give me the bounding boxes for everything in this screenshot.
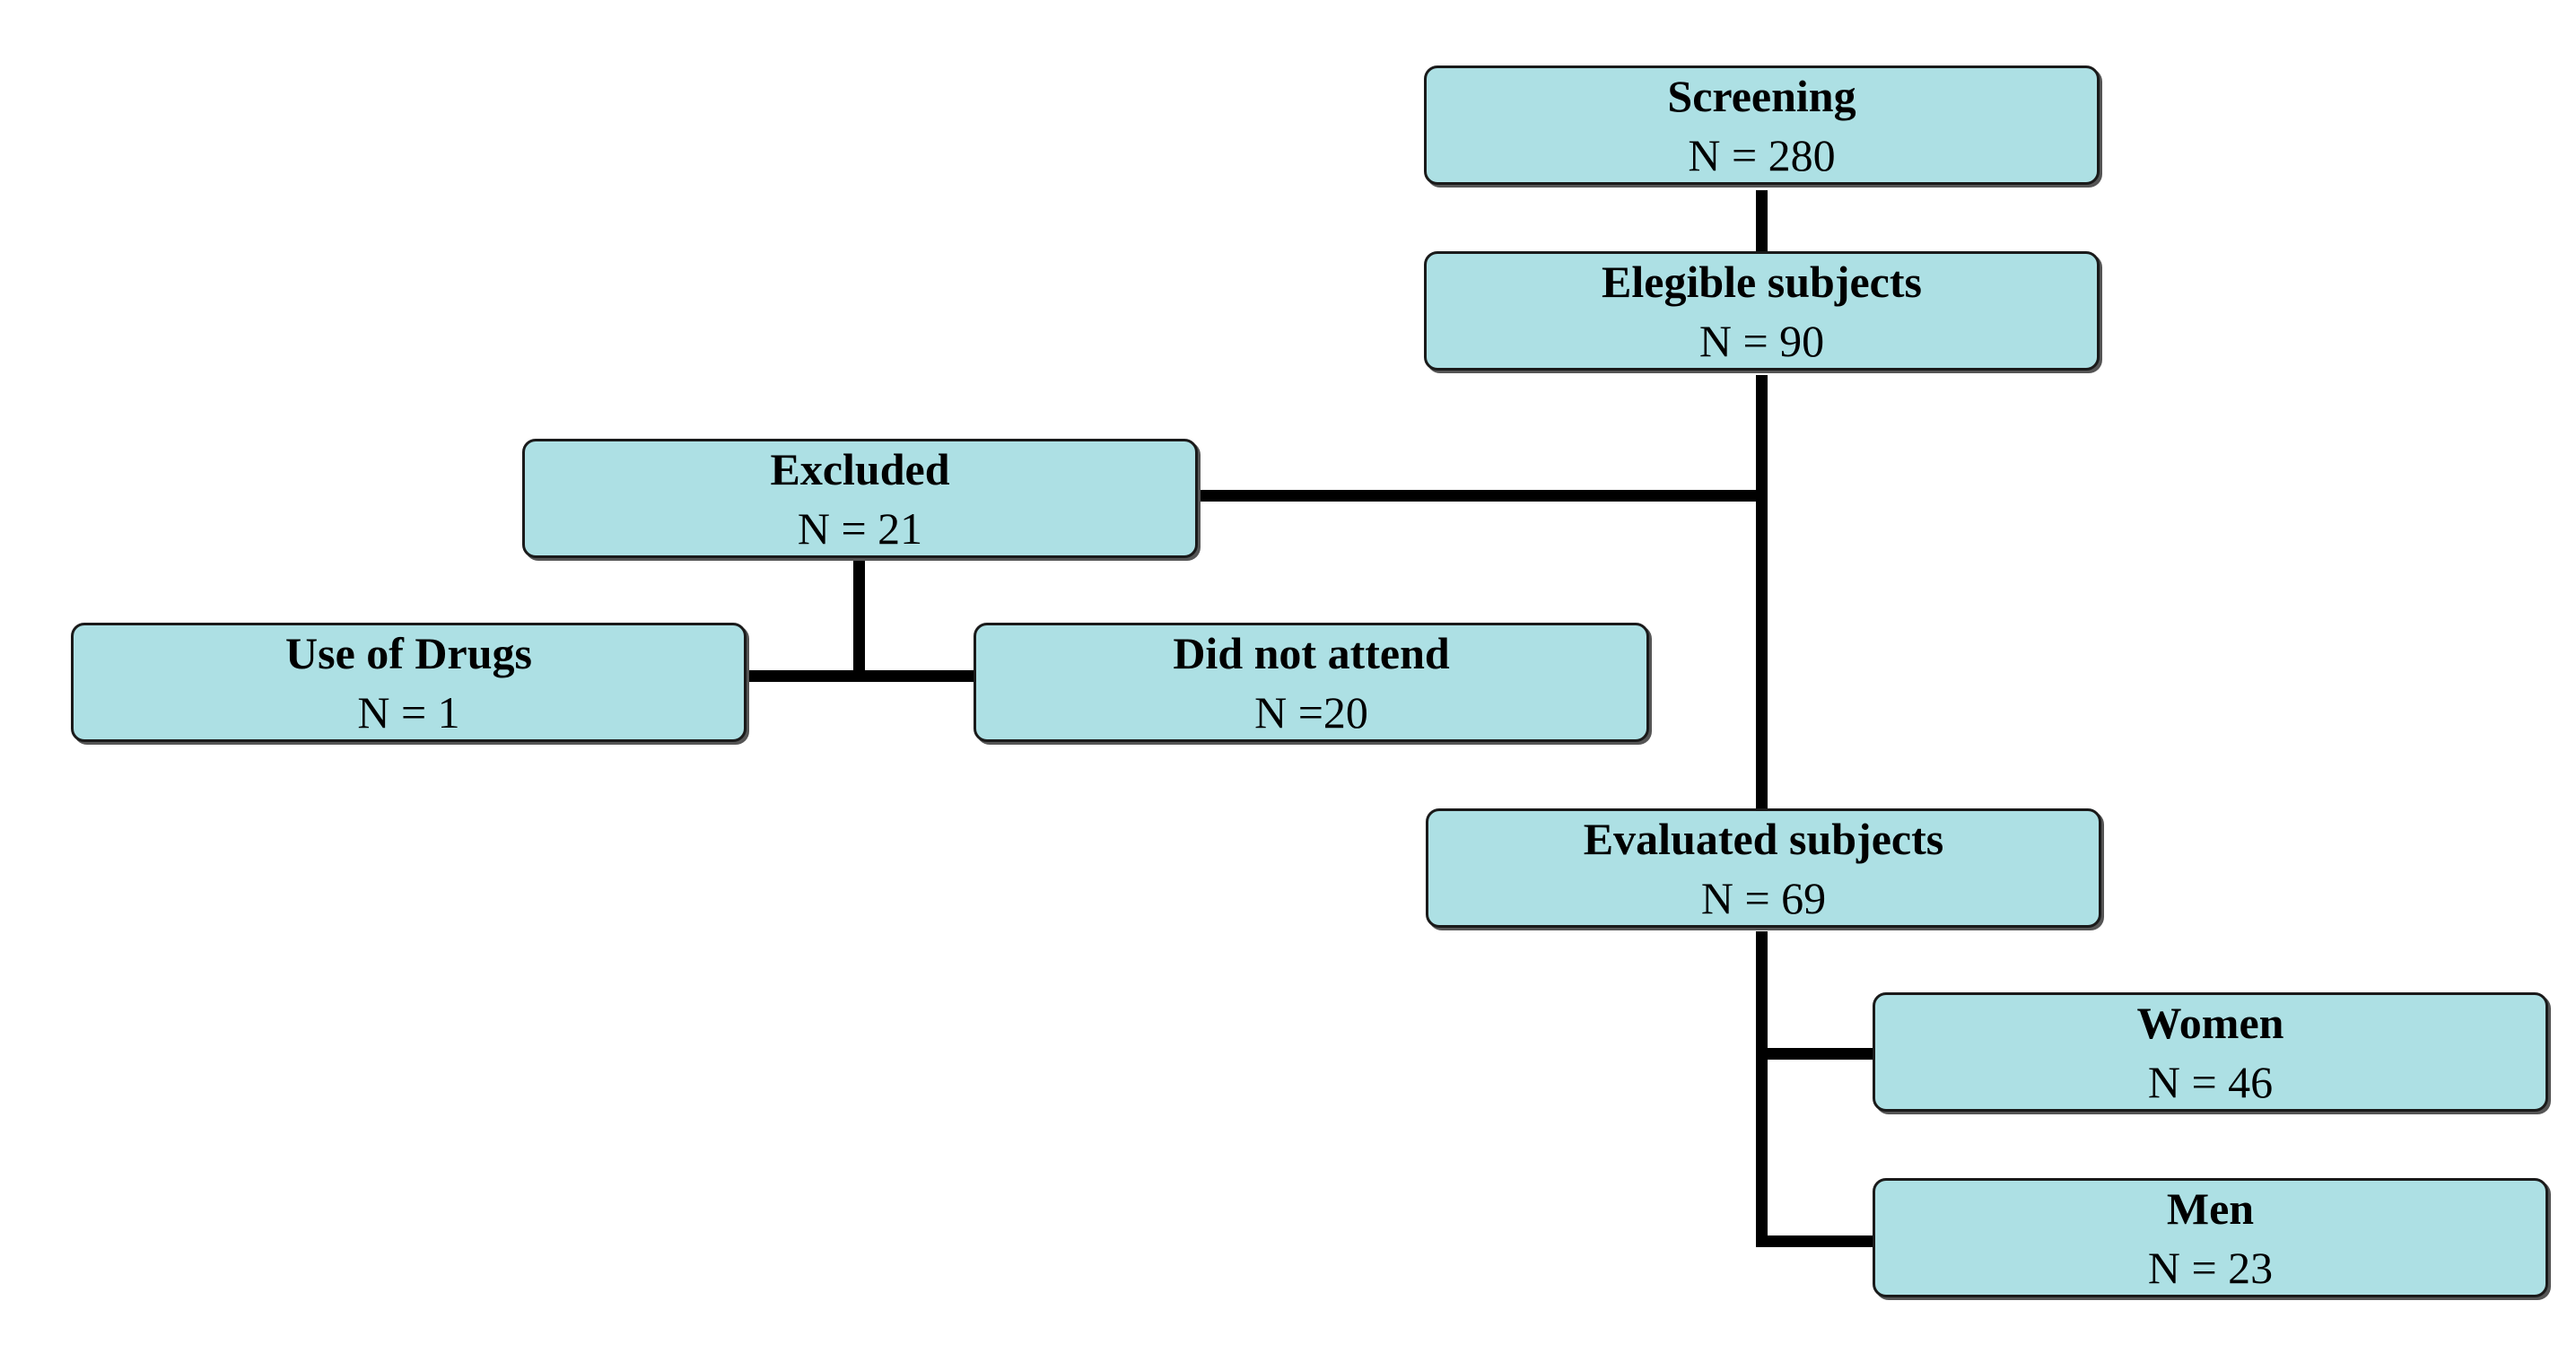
excluded-box: Excluded N = 21	[522, 439, 1198, 558]
women-box: Women N = 46	[1873, 992, 2548, 1112]
men-title: Men	[2166, 1183, 2255, 1234]
did-not-attend-box: Did not attend N =20	[974, 623, 1649, 742]
connector-screening-eligible	[1756, 190, 1768, 253]
did-not-attend-count: N =20	[1254, 686, 1368, 738]
excluded-title: Excluded	[770, 443, 950, 494]
eligible-subjects-count: N = 90	[1698, 315, 1825, 366]
women-count: N = 46	[2147, 1056, 2274, 1107]
excluded-count: N = 21	[797, 502, 923, 554]
screening-box: Screening N = 280	[1424, 65, 2100, 185]
connector-excluded-branch	[748, 670, 974, 682]
evaluated-subjects-count: N = 69	[1700, 872, 1827, 923]
connector-main-vertical	[1756, 375, 1768, 810]
did-not-attend-title: Did not attend	[1173, 627, 1450, 678]
eligible-subjects-title: Elegible subjects	[1602, 256, 1922, 307]
evaluated-subjects-title: Evaluated subjects	[1583, 813, 1944, 864]
screening-count: N = 280	[1688, 129, 1836, 180]
eligible-subjects-box: Elegible subjects N = 90	[1424, 251, 2100, 371]
connector-excluded-down	[853, 559, 865, 681]
use-of-drugs-title: Use of Drugs	[285, 627, 532, 678]
connector-to-men	[1756, 1235, 1874, 1247]
connector-to-excluded	[1200, 490, 1768, 502]
screening-title: Screening	[1667, 70, 1856, 121]
evaluated-subjects-box: Evaluated subjects N = 69	[1426, 808, 2101, 928]
men-count: N = 23	[2147, 1242, 2274, 1293]
connector-evaluated-down	[1756, 931, 1768, 1247]
use-of-drugs-box: Use of Drugs N = 1	[71, 623, 747, 742]
men-box: Men N = 23	[1873, 1178, 2548, 1297]
use-of-drugs-count: N = 1	[357, 686, 460, 738]
women-title: Women	[2136, 997, 2284, 1048]
connector-to-women	[1756, 1048, 1874, 1060]
